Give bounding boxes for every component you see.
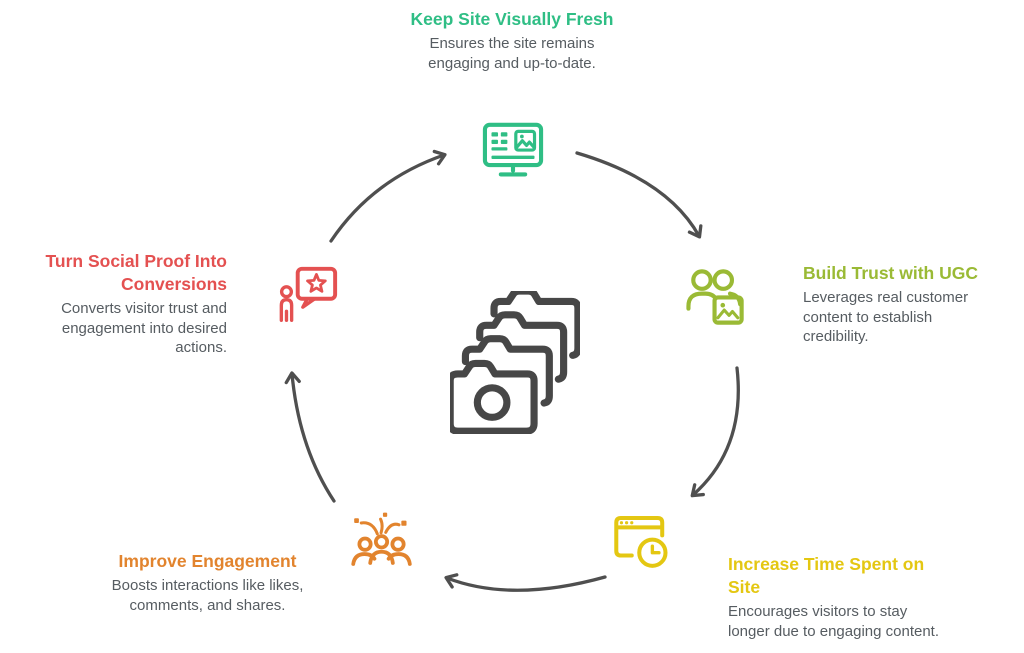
node-title: Build Trust with UGC <box>803 263 978 283</box>
node-description: Leverages real customer content to estab… <box>803 289 969 345</box>
arrow-bottomleft-to-left <box>284 371 336 503</box>
node-keep-site-visually-fresh: Keep Site Visually Fresh Ensures the sit… <box>406 8 618 73</box>
node-title: Improve Engagement <box>118 551 297 571</box>
node-increase-time-spent-on-site: Increase Time Spent on Site Encourages v… <box>728 553 940 641</box>
node-build-trust-with-ugc: Build Trust with UGC Leverages real cust… <box>803 262 995 347</box>
website-monitor-image-icon <box>481 122 545 180</box>
arrow-left-to-top <box>329 149 447 243</box>
person-review-bubble-icon <box>277 266 339 324</box>
photo-burst-camera-icon <box>446 287 582 435</box>
node-turn-social-proof-into-conversions: Turn Social Proof Into Conversions Conve… <box>15 250 227 358</box>
browser-clock-icon <box>612 511 674 571</box>
node-description: Encourages visitors to stay longer due t… <box>728 603 940 640</box>
arrow-right-to-bottomright <box>690 366 740 498</box>
node-description: Ensures the site remains engaging and up… <box>428 35 596 72</box>
node-title: Turn Social Proof Into Conversions <box>45 251 227 294</box>
node-title: Increase Time Spent on Site <box>728 554 925 597</box>
arrow-top-to-right <box>575 151 703 239</box>
celebrating-people-icon <box>349 510 415 567</box>
node-description: Boosts interactions like likes, comments… <box>111 577 304 614</box>
customers-photo-icon <box>686 268 746 326</box>
node-title: Keep Site Visually Fresh <box>410 9 614 29</box>
arrow-bottomright-to-bottomleft <box>444 573 607 592</box>
node-description: Converts visitor trust and engagement in… <box>61 300 227 356</box>
node-improve-engagement: Improve Engagement Boosts interactions l… <box>75 550 340 615</box>
